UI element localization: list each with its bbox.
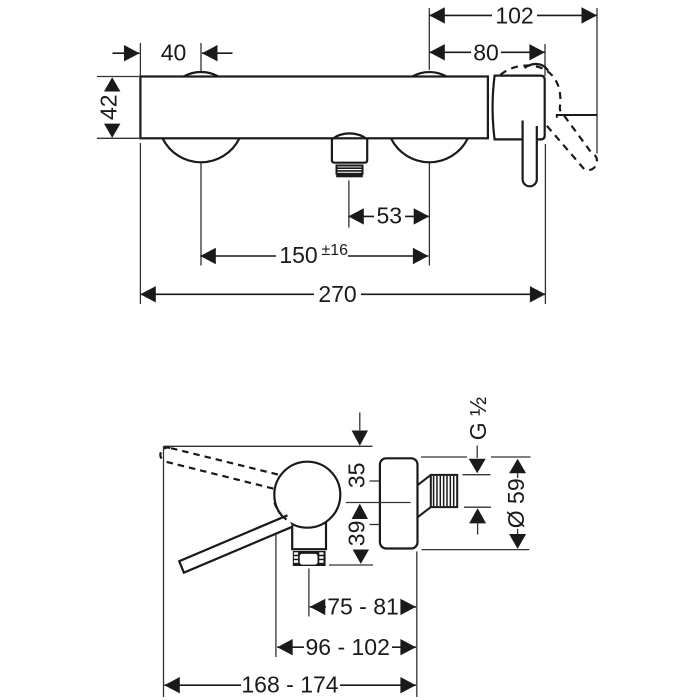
svg-text:150: 150 bbox=[279, 242, 317, 268]
svg-text:40: 40 bbox=[161, 40, 187, 66]
svg-text:G ½: G ½ bbox=[465, 397, 491, 440]
svg-text:168 - 174: 168 - 174 bbox=[241, 672, 338, 698]
svg-text:42: 42 bbox=[96, 94, 122, 120]
svg-text:102: 102 bbox=[495, 2, 533, 28]
svg-text:39: 39 bbox=[343, 521, 369, 547]
svg-text:53: 53 bbox=[377, 203, 403, 229]
svg-text:Ø 59: Ø 59 bbox=[503, 478, 529, 528]
svg-text:96 - 102: 96 - 102 bbox=[305, 634, 389, 660]
svg-text:±16: ±16 bbox=[322, 242, 349, 259]
svg-text:80: 80 bbox=[473, 39, 499, 65]
svg-text:270: 270 bbox=[318, 281, 356, 307]
svg-text:35: 35 bbox=[343, 463, 369, 489]
svg-text:75 - 81: 75 - 81 bbox=[327, 593, 399, 619]
